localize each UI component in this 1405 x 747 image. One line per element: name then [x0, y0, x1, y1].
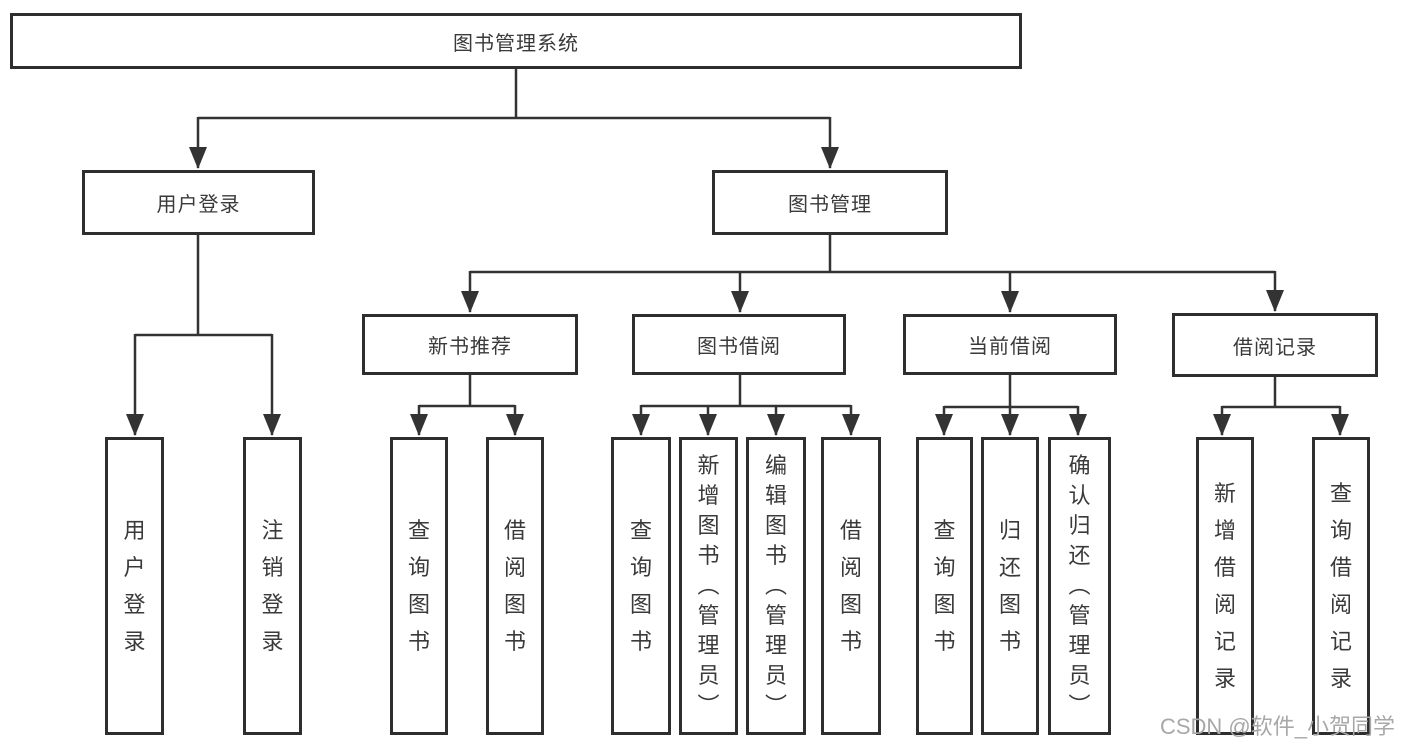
leaf-query-borrow-record: 查询借阅记录: [1312, 437, 1370, 735]
leaf-edit-book-admin: 编辑图书︵管理员︶: [746, 437, 806, 735]
node-book-borrow: 图书借阅: [632, 314, 846, 375]
leaf-confirm-return-admin: 确认归还︵管理员︶: [1048, 437, 1111, 735]
leaf-return-book: 归还图书: [981, 437, 1039, 735]
node-borrow-record: 借阅记录: [1172, 313, 1378, 377]
node-current-borrow: 当前借阅: [903, 314, 1117, 375]
csdn-watermark: CSDN @软件_小贺同学: [1159, 714, 1395, 739]
leaf-borrow-book-recommend: 借阅图书: [486, 437, 544, 735]
node-root-system: 图书管理系统: [10, 13, 1022, 69]
node-book-management: 图书管理: [712, 170, 948, 235]
leaf-logout: 注销登录: [243, 437, 302, 735]
leaf-query-book-recommend: 查询图书: [390, 437, 448, 735]
leaf-query-book-borrow: 查询图书: [611, 437, 671, 735]
node-new-book-recommend: 新书推荐: [362, 314, 578, 375]
leaf-borrow-book-borrow: 借阅图书: [821, 437, 881, 735]
leaf-add-book-admin: 新增图书︵管理员︶: [679, 437, 738, 735]
node-user-login: 用户登录: [82, 170, 315, 235]
leaf-query-book-current: 查询图书: [916, 437, 973, 735]
leaf-user-login: 用户登录: [105, 437, 164, 735]
leaf-add-borrow-record: 新增借阅记录: [1196, 437, 1254, 735]
